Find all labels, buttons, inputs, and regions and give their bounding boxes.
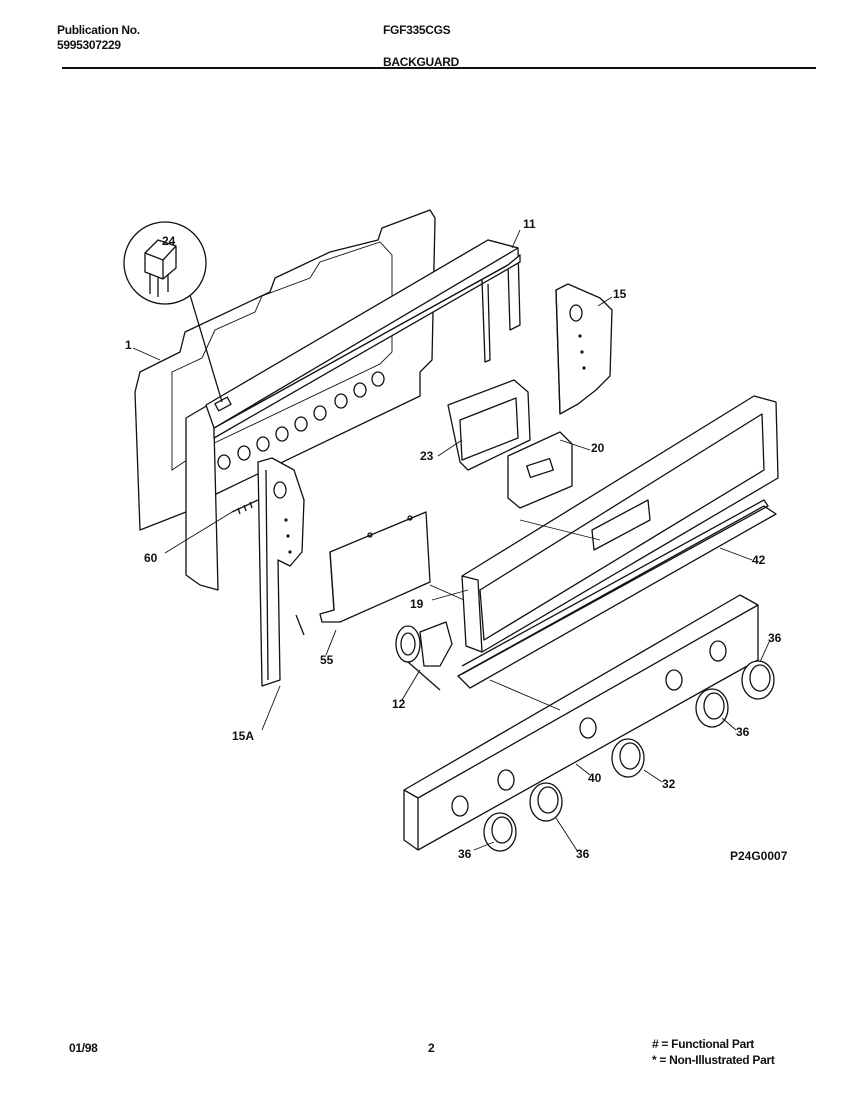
part-trim-strip bbox=[457, 499, 777, 689]
part-glass-bracket bbox=[447, 379, 531, 471]
legend-non-illustrated-part: * = Non-Illustrated Part bbox=[652, 1053, 775, 1067]
callout-36d: 36 bbox=[576, 847, 590, 861]
publication-number: 5995307229 bbox=[57, 38, 121, 52]
model-number: FGF335CGS bbox=[383, 23, 451, 37]
part-screw bbox=[164, 499, 259, 554]
leader-lines bbox=[132, 229, 771, 853]
part-heat-shield bbox=[319, 511, 431, 623]
knob-3 bbox=[611, 738, 645, 778]
callout-11: 11 bbox=[523, 217, 536, 231]
legend-text-functional: = Functional Part bbox=[661, 1037, 755, 1051]
callout-24: 24 bbox=[162, 234, 176, 248]
part-knobs bbox=[483, 660, 775, 852]
knob-2 bbox=[529, 782, 563, 822]
part-clock-overlay bbox=[507, 431, 573, 509]
callout-36a: 36 bbox=[768, 631, 782, 645]
footer-date: 01/98 bbox=[69, 1041, 98, 1055]
callout-23: 23 bbox=[420, 449, 434, 463]
callout-19: 19 bbox=[410, 597, 424, 611]
part-right-bracket bbox=[555, 283, 613, 415]
knob-4 bbox=[695, 688, 729, 728]
callout-20: 20 bbox=[591, 441, 605, 455]
callout-labels: 24 11 15 1 23 20 60 42 19 55 36 12 36 15… bbox=[125, 217, 788, 863]
part-control-panel bbox=[461, 395, 779, 653]
figure-code: P24G0007 bbox=[730, 849, 788, 863]
part-manifold-panel bbox=[403, 594, 759, 851]
callout-15A: 15A bbox=[232, 729, 254, 743]
footer-page-number: 2 bbox=[428, 1041, 435, 1055]
legend-text-non-illustrated: = Non-Illustrated Part bbox=[659, 1053, 775, 1067]
part-backguard-frame bbox=[185, 239, 521, 591]
callout-40: 40 bbox=[588, 771, 602, 785]
legend-symbol-functional: # bbox=[652, 1037, 659, 1051]
callout-36b: 36 bbox=[736, 725, 750, 739]
assembly-guide-lines bbox=[261, 519, 601, 731]
header-rule bbox=[62, 67, 816, 69]
part-igniter-switch bbox=[395, 621, 453, 691]
callout-12: 12 bbox=[392, 697, 406, 711]
knob-5 bbox=[741, 660, 775, 700]
legend-functional-part: # = Functional Part bbox=[652, 1037, 754, 1051]
publication-label: Publication No. bbox=[57, 23, 140, 37]
callout-42: 42 bbox=[752, 553, 766, 567]
part-left-bracket bbox=[257, 457, 305, 687]
section-title: BACKGUARD bbox=[383, 55, 459, 69]
callout-32: 32 bbox=[662, 777, 676, 791]
callout-55: 55 bbox=[320, 653, 334, 667]
callout-15: 15 bbox=[613, 287, 627, 301]
part-switch-inset bbox=[123, 221, 223, 403]
callout-36c: 36 bbox=[458, 847, 472, 861]
callout-1: 1 bbox=[125, 338, 132, 352]
callout-60: 60 bbox=[144, 551, 158, 565]
legend-symbol-non-illustrated: * bbox=[652, 1053, 657, 1067]
knob-1 bbox=[483, 812, 517, 852]
